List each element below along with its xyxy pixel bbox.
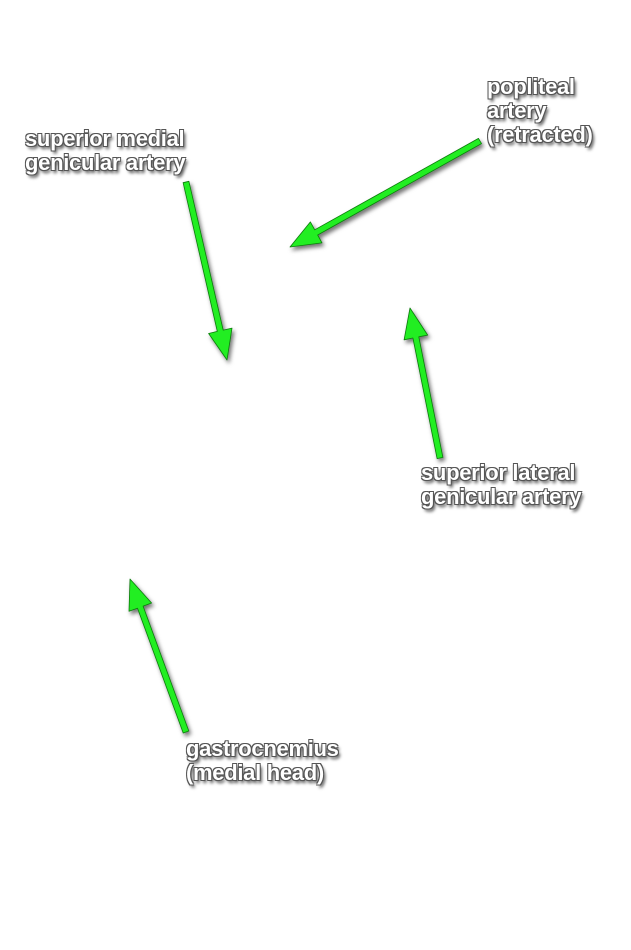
arrow-gastrocnemius xyxy=(128,578,190,734)
label-line: artery xyxy=(487,98,547,123)
label-superior-medial-genicular-artery: superior medial genicular artery xyxy=(25,126,186,175)
label-line: gastrocnemius xyxy=(186,736,339,761)
label-superior-lateral-genicular-artery: superior lateral genicular artery xyxy=(421,460,582,509)
label-line: (medial head) xyxy=(186,760,324,785)
label-line: genicular artery xyxy=(421,484,582,509)
arrow-popliteal-artery xyxy=(289,137,482,248)
label-line: popliteal xyxy=(487,74,575,99)
arrow-superior-lateral-genicular xyxy=(403,307,444,460)
label-popliteal-artery: popliteal artery (retracted) xyxy=(487,75,593,147)
label-line: superior lateral xyxy=(421,460,576,485)
label-line: superior medial xyxy=(25,126,185,151)
label-line: genicular artery xyxy=(25,150,186,175)
label-line: (retracted) xyxy=(487,122,593,147)
arrow-superior-medial-genicular xyxy=(182,180,233,361)
label-gastrocnemius-medial-head: gastrocnemius (medial head) xyxy=(186,737,339,785)
